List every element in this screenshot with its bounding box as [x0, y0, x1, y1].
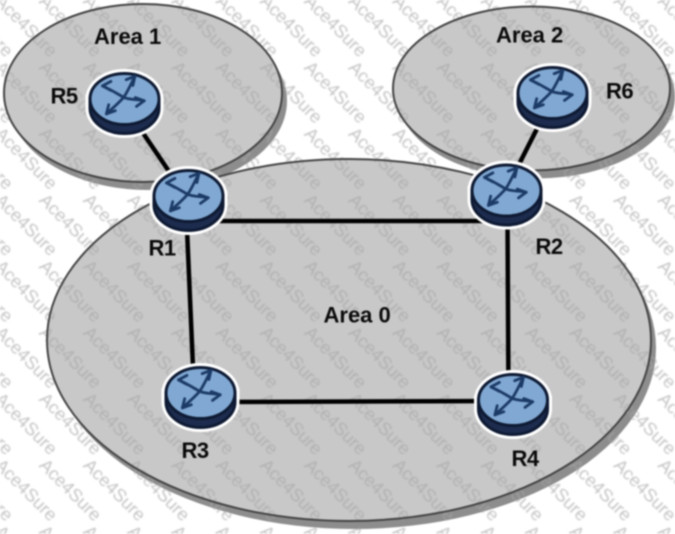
svg-text:R4: R4: [512, 446, 540, 471]
svg-text:Area 0: Area 0: [324, 303, 391, 328]
svg-text:Area 1: Area 1: [94, 24, 161, 49]
svg-text:Area 2: Area 2: [496, 23, 563, 48]
svg-text:R2: R2: [536, 234, 563, 259]
svg-text:R5: R5: [51, 84, 78, 109]
svg-text:R1: R1: [149, 236, 176, 261]
svg-text:R3: R3: [182, 438, 209, 463]
svg-text:R6: R6: [606, 79, 633, 104]
